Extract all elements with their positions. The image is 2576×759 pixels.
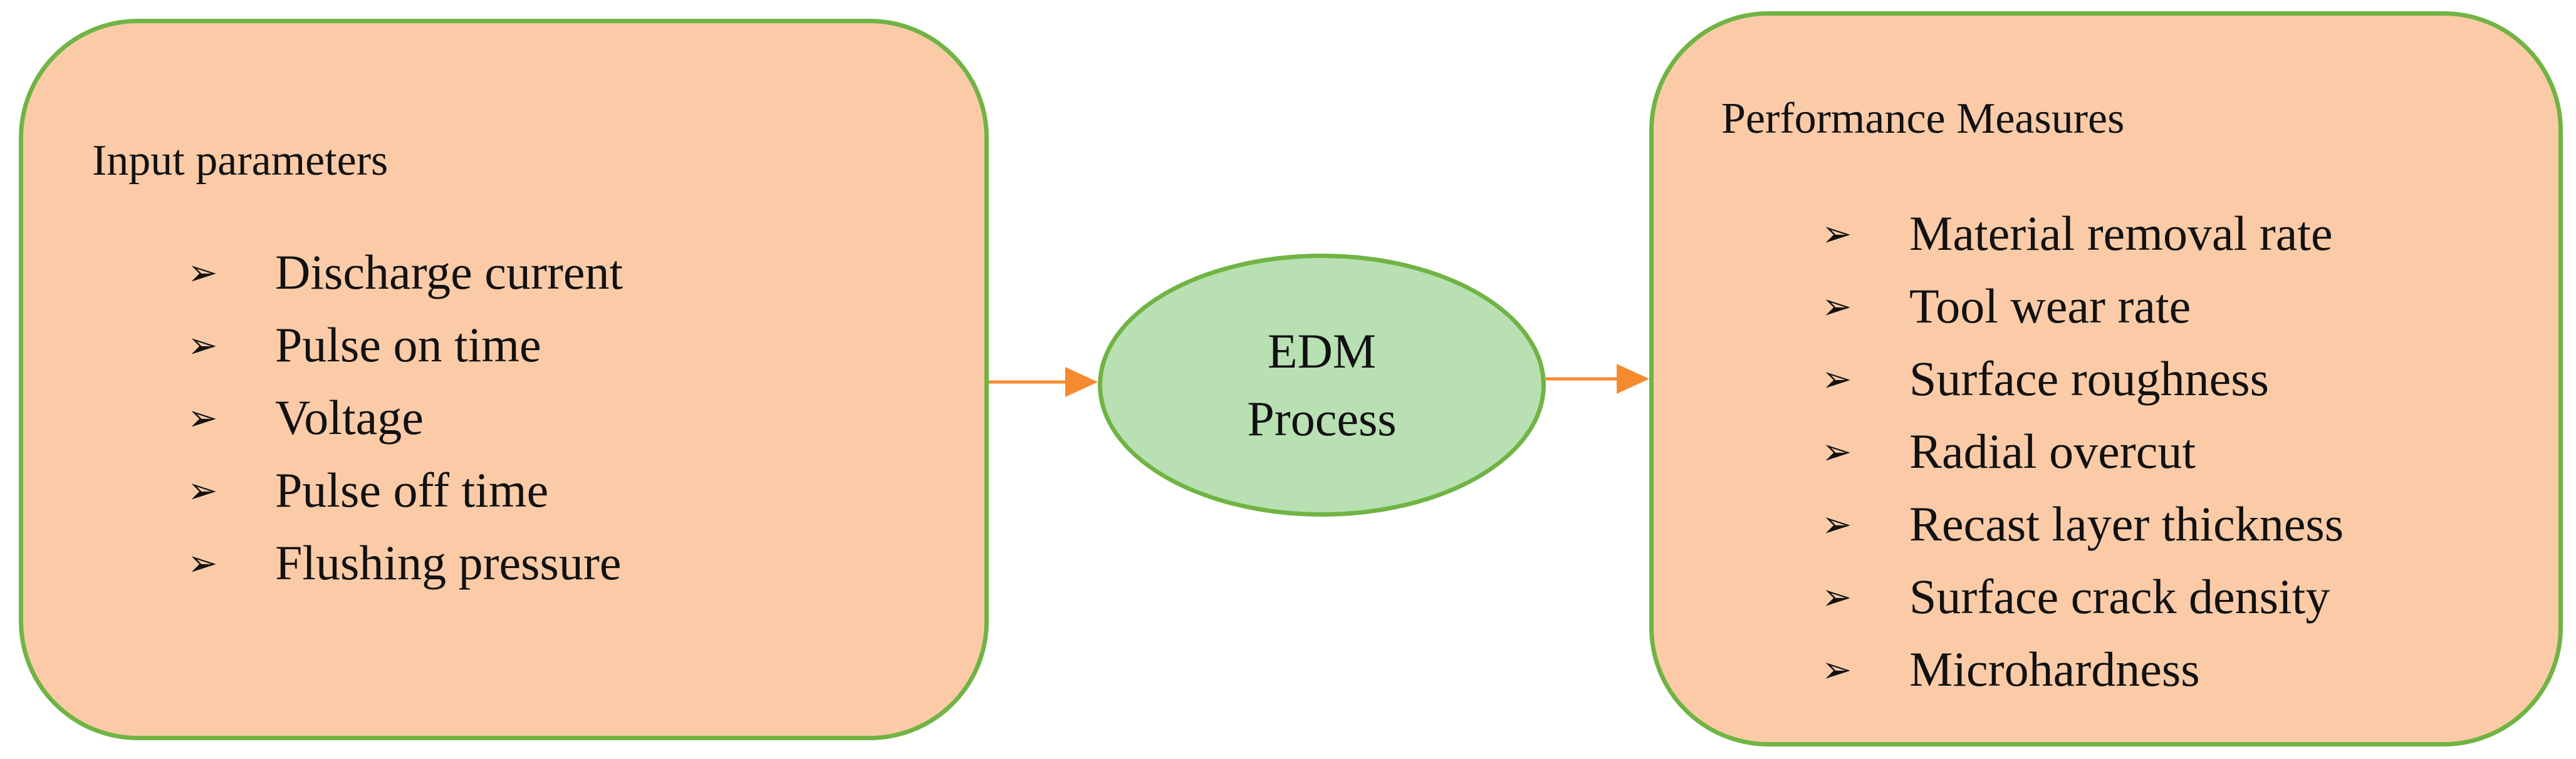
arrow-bullet-icon: ➢ — [1822, 576, 1852, 618]
output-item-label: Tool wear rate — [1909, 279, 2191, 333]
list-item: ➢ Material removal rate — [1822, 197, 2344, 270]
input-item-label: Pulse off time — [275, 463, 549, 517]
output-item-label: Radial overcut — [1909, 424, 2196, 478]
arrow-bullet-icon: ➢ — [1822, 212, 1852, 255]
arrow-bullet-icon: ➢ — [187, 251, 218, 294]
process-label-line2: Process — [1247, 391, 1397, 446]
performance-measures-list: ➢ Material removal rate ➢ Tool wear rate ➢… — [1822, 197, 2344, 706]
list-item: ➢ Flushing pressure — [187, 527, 623, 599]
performance-measures-box: Performance Measures ➢ Material removal r… — [1649, 11, 2563, 746]
list-item: ➢ Voltage — [187, 381, 623, 454]
output-item-label: Surface crack density — [1909, 569, 2330, 624]
output-item-label: Microhardness — [1909, 642, 2200, 696]
input-parameters-box: Input parameters ➢ Discharge current ➢ Pul… — [19, 19, 989, 740]
arrow-bullet-icon: ➢ — [1822, 358, 1852, 400]
list-item: ➢ Microhardness — [1822, 633, 2344, 706]
list-item: ➢ Pulse on time — [187, 309, 623, 381]
list-item: ➢ Radial overcut — [1822, 415, 2344, 488]
output-item-label: Recast layer thickness — [1909, 497, 2344, 551]
arrow-bullet-icon: ➢ — [1822, 430, 1852, 473]
arrow-bullet-icon: ➢ — [187, 469, 218, 512]
output-item-label: Material removal rate — [1909, 206, 2333, 261]
output-item-label: Surface roughness — [1909, 351, 2269, 406]
input-to-process-arrow — [989, 367, 1098, 397]
input-item-label: Flushing pressure — [275, 535, 622, 590]
list-item: ➢ Surface roughness — [1822, 343, 2344, 415]
list-item: ➢ Recast layer thickness — [1822, 488, 2344, 560]
input-parameters-list: ➢ Discharge current ➢ Pulse on time ➢ Volta… — [187, 236, 623, 599]
process-label-line1: EDM — [1267, 324, 1377, 378]
arrow-bullet-icon: ➢ — [187, 542, 218, 584]
arrow-bullet-icon: ➢ — [187, 396, 218, 439]
list-item: ➢ Surface crack density — [1822, 560, 2344, 633]
input-item-label: Voltage — [275, 390, 424, 445]
performance-measures-title: Performance Measures — [1721, 95, 2125, 143]
input-item-label: Discharge current — [275, 245, 623, 299]
arrow-bullet-icon: ➢ — [187, 324, 218, 366]
list-item: ➢ Pulse off time — [187, 454, 623, 527]
input-item-label: Pulse on time — [275, 318, 541, 372]
arrow-bullet-icon: ➢ — [1822, 285, 1852, 328]
list-item: ➢ Tool wear rate — [1822, 270, 2344, 343]
arrow-bullet-icon: ➢ — [1822, 503, 1852, 545]
arrow-bullet-icon: ➢ — [1822, 648, 1852, 691]
edm-process-node: EDM Process — [1098, 254, 1546, 517]
input-parameters-title: Input parameters — [92, 137, 388, 185]
list-item: ➢ Discharge current — [187, 236, 623, 309]
process-to-output-arrow — [1546, 364, 1649, 394]
